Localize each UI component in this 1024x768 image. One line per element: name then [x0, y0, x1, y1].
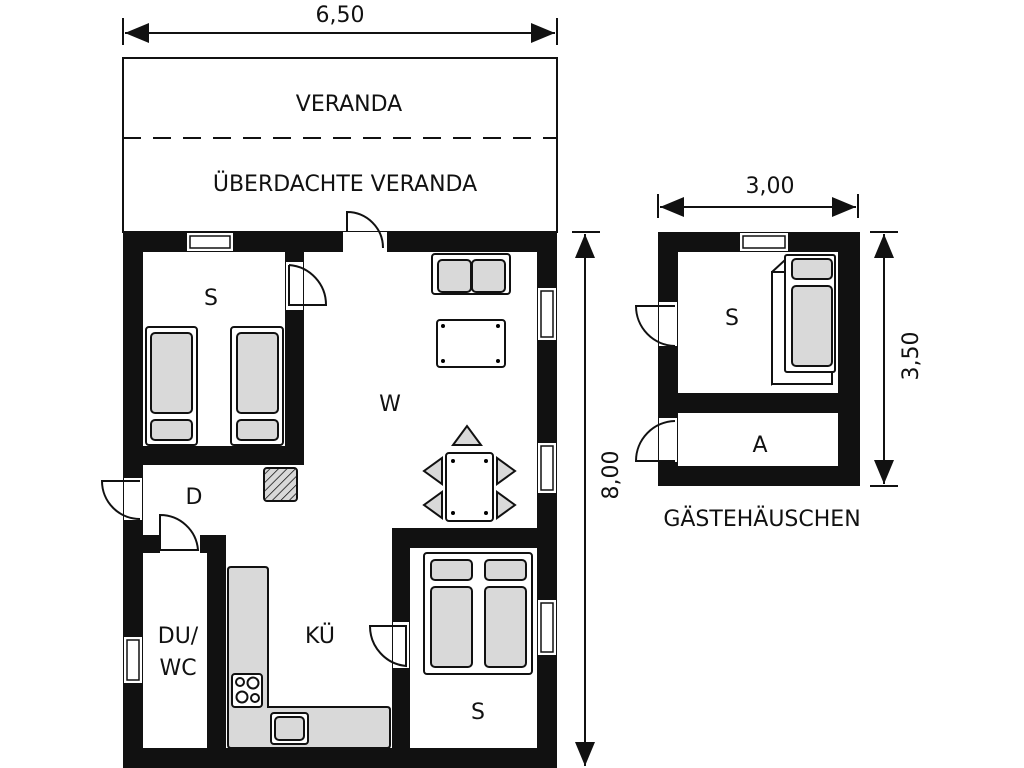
- stove-chimney: [263, 467, 298, 502]
- room-label-covered-veranda: ÜBERDACHTE VERANDA: [213, 171, 477, 197]
- dimension-main-width: 6,50: [122, 3, 558, 45]
- bedroom-door: [288, 264, 328, 306]
- guest-house: S A: [634, 232, 860, 486]
- guest-door-1: [634, 305, 676, 347]
- dimension-label: 3,50: [899, 332, 924, 381]
- room-label-wc: WC: [159, 656, 196, 681]
- dimension-label: 3,00: [746, 174, 795, 199]
- coffee-table: [436, 319, 506, 368]
- room-label-bedroom-2: S: [471, 700, 485, 725]
- kitchen-counter: [227, 566, 391, 749]
- cooktop: [231, 673, 263, 708]
- room-label-guest-bedroom: S: [725, 306, 739, 331]
- doors: [100, 210, 407, 668]
- dining-table: [422, 424, 517, 522]
- room-label-kitchen: KÜ: [305, 623, 335, 649]
- room-label-veranda: VERANDA: [296, 92, 402, 117]
- sofa: [431, 253, 511, 295]
- bathroom-door: [159, 513, 200, 551]
- room-label-shower: DU/: [158, 624, 199, 649]
- room-label-storage: A: [752, 433, 767, 458]
- entrance-door: [346, 210, 384, 249]
- bedroom-2-door: [368, 625, 407, 668]
- dimension-main-depth: 8,00: [572, 231, 624, 766]
- dimension-guest-depth: 3,50: [870, 231, 924, 487]
- room-label-bedroom-1: S: [204, 286, 218, 311]
- dimension-guest-width: 3,00: [657, 174, 859, 218]
- room-label-hall: D: [186, 485, 203, 510]
- dimension-label: 6,50: [316, 3, 365, 28]
- guest-door-2: [634, 420, 676, 462]
- guest-house-label: GÄSTEHÄUSCHEN: [663, 506, 860, 532]
- veranda: VERANDA ÜBERDACHTE VERANDA: [122, 57, 558, 233]
- bunk-bed: [771, 254, 836, 386]
- main-house-walls: [123, 232, 557, 768]
- bed-1: [145, 326, 198, 446]
- bed-2: [230, 326, 284, 446]
- dimension-label: 8,00: [599, 451, 624, 500]
- double-bed: [423, 552, 533, 675]
- hall-door: [100, 480, 141, 520]
- room-label-living: W: [379, 392, 401, 417]
